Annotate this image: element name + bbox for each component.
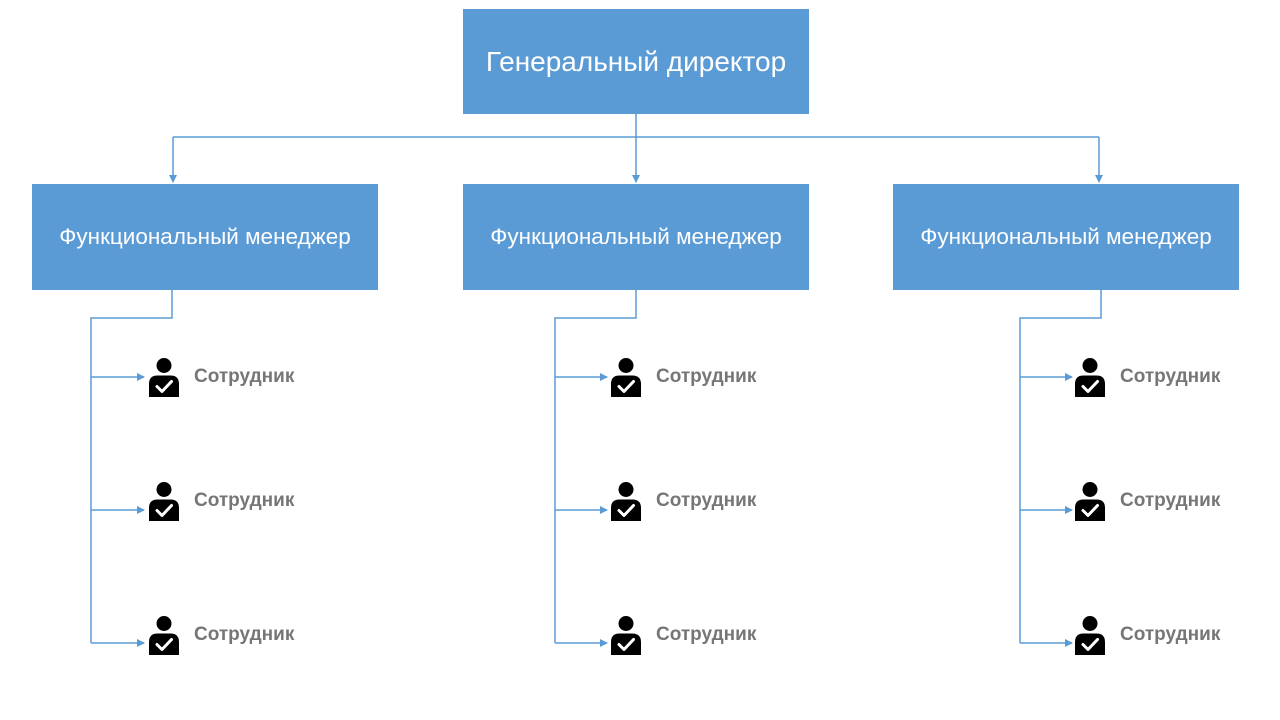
employee-label: Сотрудник: [656, 490, 757, 511]
employee-item: Сотрудник: [148, 615, 294, 655]
person-check-icon: [611, 482, 641, 521]
employee-label: Сотрудник: [194, 366, 295, 387]
manager-box-2: Функциональный менеджер: [463, 184, 809, 290]
connector-manager-3-trunk: [1019, 290, 1102, 643]
employee-label: Сотрудник: [194, 624, 295, 645]
person-check-icon: [1075, 482, 1105, 521]
employee-item: Сотрудник: [148, 481, 294, 521]
person-check-icon: [149, 616, 179, 655]
manager-label: Функциональный менеджер: [59, 224, 351, 249]
person-check-icon: [1075, 358, 1105, 397]
person-check-icon: [611, 616, 641, 655]
manager-label: Функциональный менеджер: [920, 224, 1212, 249]
employee-label: Сотрудник: [656, 366, 757, 387]
person-check-icon: [149, 482, 179, 521]
employee-label: Сотрудник: [656, 624, 757, 645]
manager-box-3: Функциональный менеджер: [893, 184, 1239, 290]
employee-item: Сотрудник: [610, 357, 756, 397]
person-check-icon: [1075, 616, 1105, 655]
employee-item: Сотрудник: [1074, 357, 1220, 397]
manager-box-1: Функциональный менеджер: [32, 184, 378, 290]
ceo-label: Генеральный директор: [485, 45, 787, 77]
employee-label: Сотрудник: [194, 490, 295, 511]
ceo-box: Генеральный директор: [463, 9, 809, 114]
connector-manager-1-trunk: [90, 290, 173, 643]
employee-label: Сотрудник: [1120, 624, 1221, 645]
person-check-icon: [149, 358, 179, 397]
person-check-icon: [611, 358, 641, 397]
employee-item: Сотрудник: [610, 615, 756, 655]
manager-label: Функциональный менеджер: [490, 224, 782, 249]
connector-manager-2-trunk: [554, 290, 637, 643]
employee-item: Сотрудник: [610, 481, 756, 521]
employee-item: Сотрудник: [1074, 481, 1220, 521]
employee-label: Сотрудник: [1120, 490, 1221, 511]
employee-label: Сотрудник: [1120, 366, 1221, 387]
employee-item: Сотрудник: [1074, 615, 1220, 655]
employee-item: Сотрудник: [148, 357, 294, 397]
